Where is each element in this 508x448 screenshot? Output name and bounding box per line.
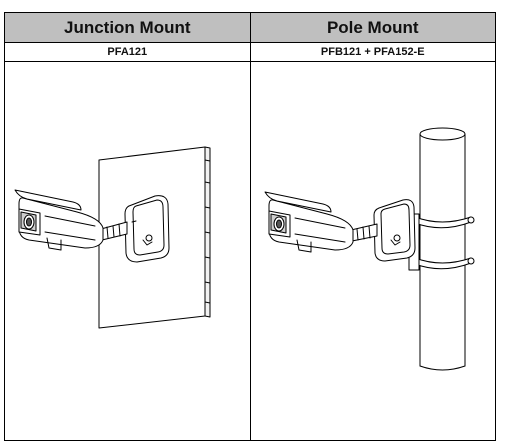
mount-comparison-table: Junction Mount Pole Mount PFA121 PFB121 … — [4, 12, 496, 441]
pole — [419, 127, 465, 371]
header-row: Junction Mount Pole Mount — [4, 12, 496, 43]
junction-mount-illustration — [14, 146, 211, 329]
model-junction-mount: PFA121 — [4, 42, 251, 62]
mount-arm — [350, 223, 377, 242]
model-pole-mount: PFB121 + PFA152-E — [249, 42, 496, 62]
illustration-row — [4, 61, 496, 441]
model-row: PFA121 PFB121 + PFA152-E — [4, 42, 496, 62]
junction-box — [373, 199, 415, 262]
bullet-camera — [264, 191, 353, 253]
header-pole-mount: Pole Mount — [249, 12, 496, 43]
junction-box — [124, 195, 170, 263]
bullet-camera — [14, 189, 104, 251]
pole-mount-illustration — [264, 127, 474, 371]
pole-mount-cell — [249, 61, 496, 441]
pole-clamps — [408, 213, 474, 271]
header-junction-mount: Junction Mount — [4, 12, 251, 43]
junction-mount-cell — [4, 61, 251, 441]
